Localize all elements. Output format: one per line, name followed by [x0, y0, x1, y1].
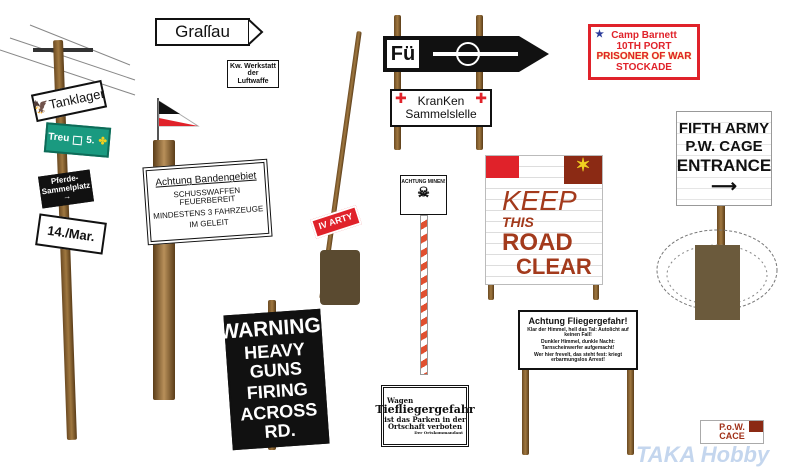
flieger-line: Dunkler Himmel, dunkle Nacht: Tarnschein…	[541, 339, 615, 351]
flieger-line: Klar der Himmel, hell das Tal: Autolicht…	[527, 326, 629, 339]
brown-patch	[749, 421, 763, 432]
wagen-line: Ortschaft verboten	[387, 422, 463, 432]
maple-leaf-icon: ✶	[564, 156, 602, 184]
wagen-line: Tiefliegergefahr	[375, 403, 475, 417]
march-sign: 14./Mar.	[35, 213, 107, 255]
watermark: TAKA Hobby	[636, 442, 770, 467]
flieger-title: Achtung Fliegergefahr!	[528, 315, 628, 326]
werkstatt-line: Kw. Werkstatt	[230, 62, 276, 70]
keep-line: CLEAR	[516, 254, 592, 280]
post	[627, 365, 634, 455]
square-icon	[72, 135, 83, 145]
camp-line: Camp Barnett	[611, 30, 677, 41]
kranken-line: KranKen	[417, 94, 465, 109]
post	[394, 15, 401, 150]
red-cross-icon: ✚	[475, 90, 487, 106]
warning-line: HEAVY GUNS	[243, 339, 306, 383]
camp-line: PRISONER OF WAR	[596, 51, 692, 62]
kranken-line: Sammelslelle	[405, 107, 477, 121]
pow-cage-sign: P.o.W.CACE	[700, 420, 764, 444]
star-icon: ★	[595, 29, 604, 40]
keep-line: KEEP	[502, 185, 577, 216]
post	[476, 15, 483, 150]
arrow-icon	[248, 18, 264, 46]
green-unit-sign: Treu 5.✤	[43, 122, 112, 158]
flag-icon	[157, 98, 200, 143]
tactical-arrow-sign	[423, 36, 549, 72]
arrow-icon: →	[62, 191, 72, 202]
green-sign-text: Treu	[47, 131, 70, 145]
warning-line: ACROSS RD.	[239, 399, 318, 442]
wagen-line: Der Ortskommandant	[414, 429, 463, 435]
minen-label: ACHTUNG MINEN!	[401, 179, 446, 185]
red-patch	[486, 156, 519, 178]
fu-sign: Fü	[383, 36, 423, 72]
minen-sign: ACHTUNG MINEN!☠	[400, 175, 447, 215]
keep-line: THIS	[502, 214, 534, 231]
keep-line: ROAD	[502, 229, 573, 257]
wagen-line: ist das Parken in der	[384, 415, 466, 424]
fifth-line: P.W. CAGE	[685, 138, 763, 156]
camp-line: STOCKADE	[616, 61, 672, 73]
oil-drum	[320, 250, 360, 305]
camp-line: 10TH PORT	[616, 40, 672, 52]
pow-line: CACE	[719, 431, 745, 441]
striped-pole	[420, 215, 428, 375]
banden-line: IM GELEIT	[188, 217, 230, 230]
wagen-line: Wagen	[387, 396, 414, 406]
pferde-sign: Pferde-Sammelplatz→	[38, 169, 94, 209]
red-cross-icon: ✚	[395, 90, 407, 106]
skull-icon: ☠	[417, 184, 430, 201]
fifth-line: ENTRANCE	[676, 155, 772, 175]
arrow-icon: ⟶	[711, 175, 737, 196]
clover-icon: ✤	[98, 135, 108, 148]
tanklager-label: Tanklager	[47, 85, 106, 113]
fifth-line: FIFTH ARMY	[678, 120, 770, 138]
flieger-line: Wer hier frevelt, das steht fest: kriegt…	[534, 351, 622, 364]
post	[522, 365, 529, 455]
grassau-sign: Graſſau	[155, 18, 250, 46]
fliegergefahr-sign: Achtung Fliegergefahr!Klar der Himmel, h…	[518, 310, 638, 370]
werkstatt-line: der	[247, 70, 259, 78]
pow-line: P.o.W.	[719, 421, 745, 432]
barbed-wire-drum	[656, 229, 778, 320]
post	[488, 270, 494, 300]
green-sign-number: 5.	[85, 134, 96, 147]
post	[593, 270, 599, 300]
werkstatt-line: Luftwaffe	[237, 77, 269, 85]
